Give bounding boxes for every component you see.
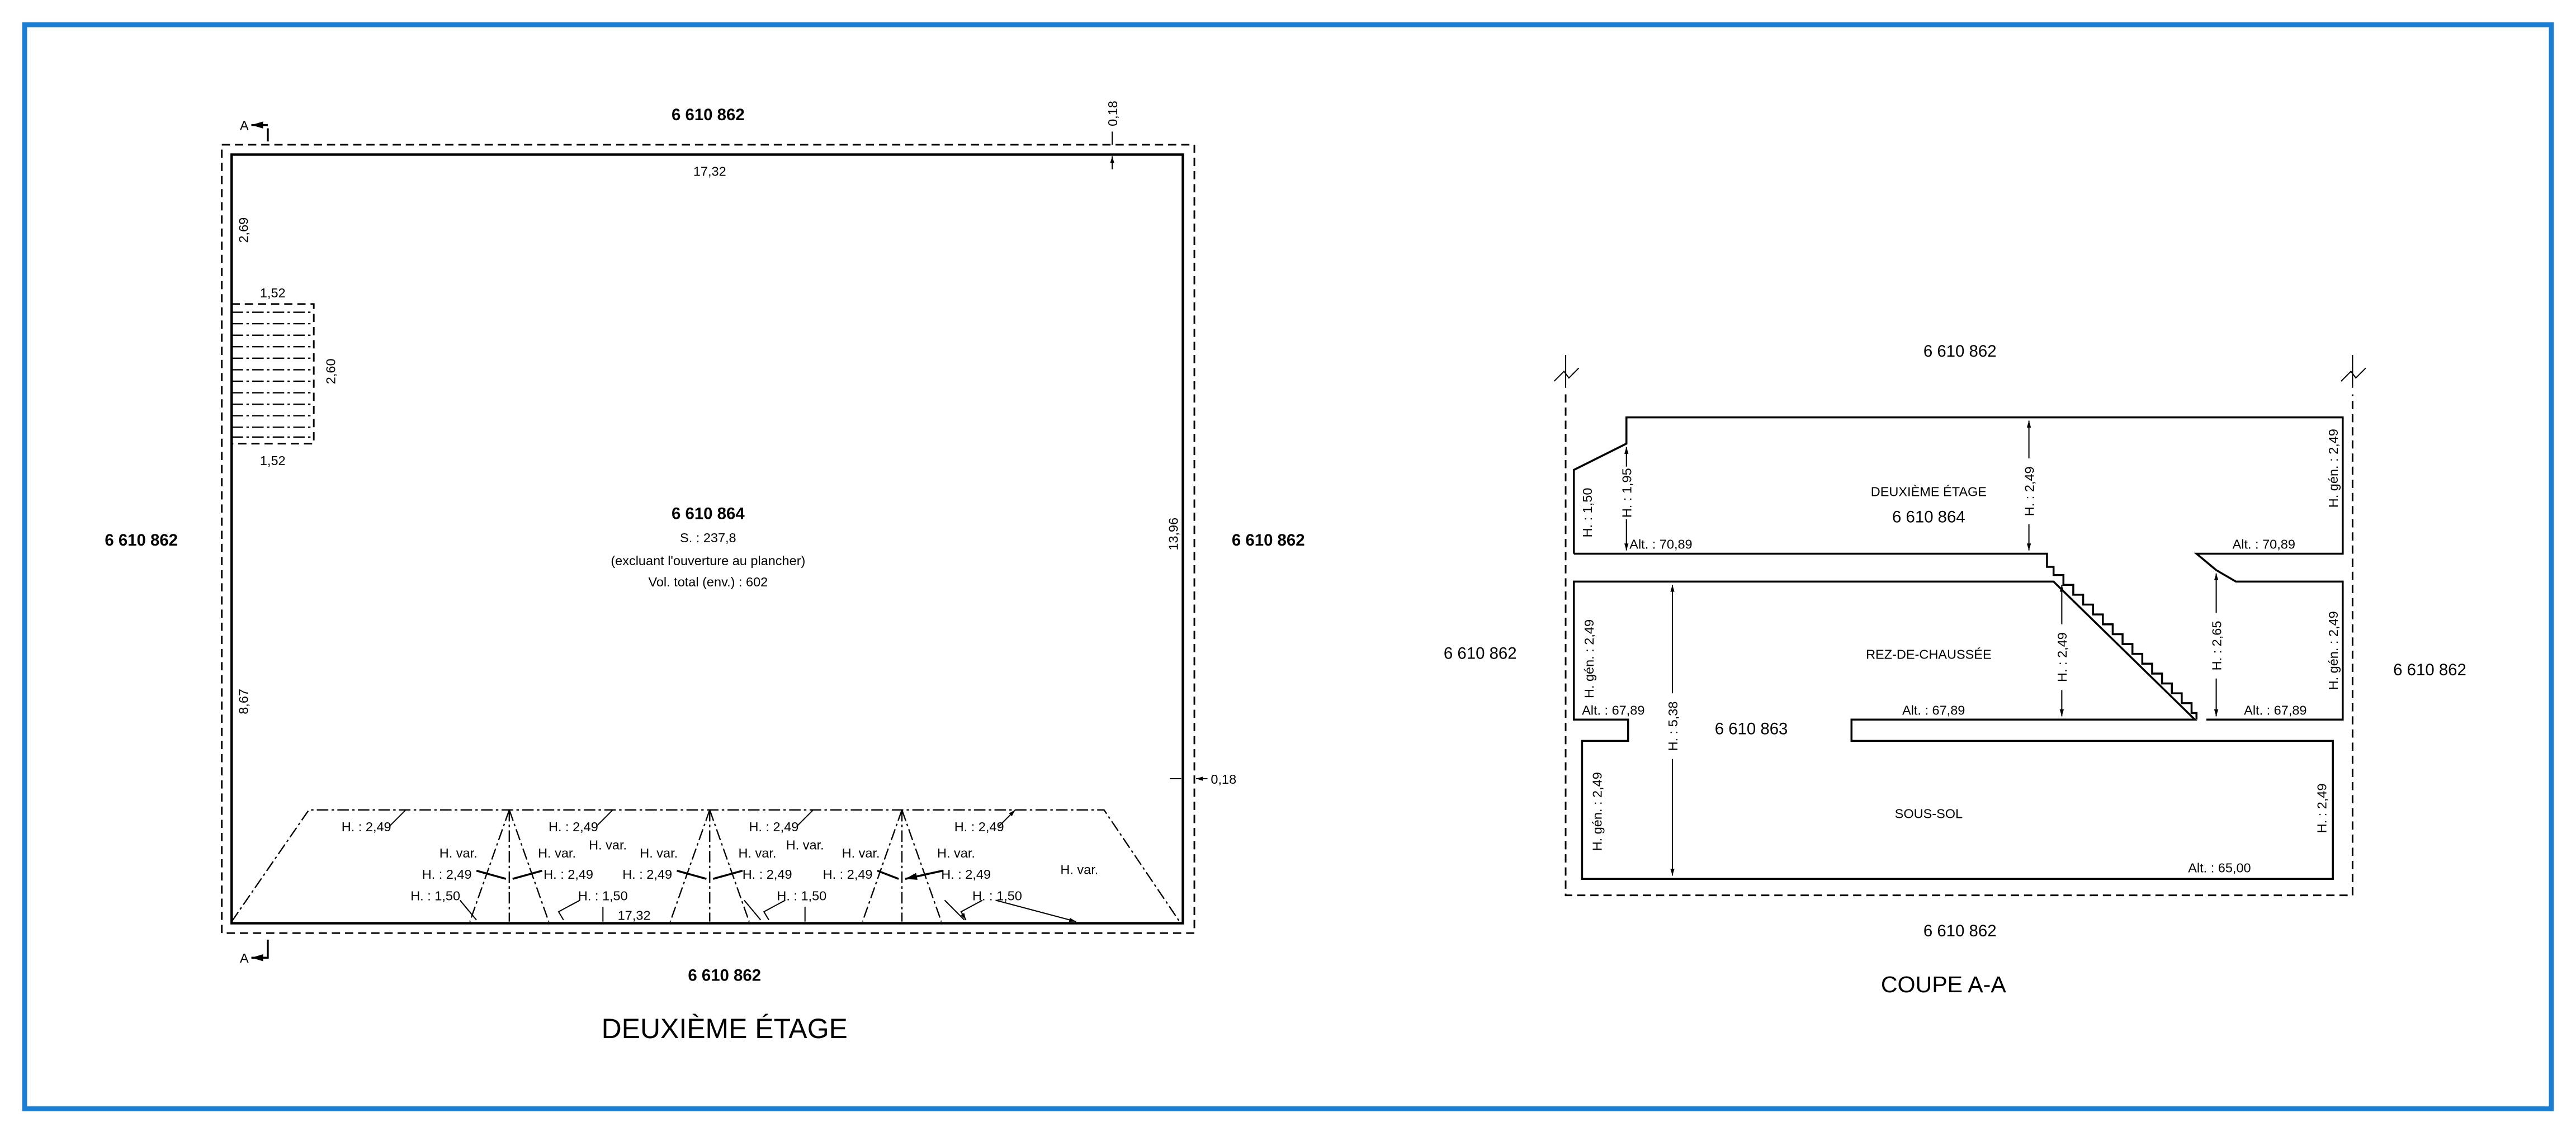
section-marker-label: A	[240, 951, 249, 965]
neighbor-lot-left: 6 610 862	[1444, 645, 1517, 663]
floor-name-upper: DEUXIÈME ÉTAGE	[1871, 485, 1987, 499]
roof-var-label: H. var.	[538, 846, 576, 860]
height-label: H. : 1,50	[1580, 488, 1595, 538]
floor-opening-stair: 1,52 1,52 2,60	[231, 286, 338, 468]
lot-note: (excluant l'ouverture au plancher)	[611, 553, 805, 568]
dimension-depth-right: 13,96	[1166, 518, 1181, 551]
height-label: H. : 5,38	[1666, 702, 1680, 751]
floor-name-basement: SOUS-SOL	[1895, 807, 1963, 821]
neighbor-lot-top: 6 610 862	[1923, 342, 1997, 361]
lot-number-upper: 6 610 864	[1892, 508, 1965, 527]
roof-height-label: H. : 2,49	[749, 820, 798, 834]
break-mark-icon	[1553, 354, 2366, 388]
roof-var-label: H. var.	[1060, 862, 1098, 877]
sloped-roof-zone: H. : 2,49 H. : 2,49 H. : 2,49 H. : 2,49 …	[231, 810, 1180, 923]
section-marker-bottom: A	[240, 939, 269, 965]
altitude-label: Alt. : 65,00	[2188, 860, 2251, 875]
roof-var-label: H. var.	[739, 846, 777, 860]
dimension-left-upper: 2,69	[237, 217, 251, 243]
dimension-offset-top: 0,18	[1105, 101, 1120, 126]
lot-number: 6 610 864	[672, 505, 745, 523]
height-label: H. : 2,49	[2314, 783, 2329, 833]
dimension-offset-right: 0,18	[1211, 772, 1236, 787]
altitude-label: Alt. : 67,89	[1582, 703, 1644, 717]
sheet-frame	[22, 22, 2554, 1111]
cross-section: 6 610 862 6 610 862 6 610 862 6 610 862 …	[1444, 342, 2466, 997]
section-marker-label: A	[240, 118, 249, 132]
lot-boundary	[1564, 394, 2353, 897]
opening-width-bottom: 1,52	[260, 453, 286, 468]
roof-var-label: H. var.	[786, 837, 824, 852]
dimension-left-lower: 8,67	[237, 689, 251, 714]
neighbor-lot-top: 6 610 862	[672, 106, 745, 124]
opening-length: 2,60	[323, 358, 338, 384]
height-label: H. gén. : 2,49	[2326, 429, 2341, 508]
roof-var-label: H. var.	[589, 837, 627, 852]
altitude-label: Alt. : 67,89	[2244, 703, 2306, 717]
neighbor-lot-right: 6 610 862	[1232, 531, 1305, 550]
lot-number-basement: 6 610 863	[1715, 720, 1788, 738]
neighbor-lot-bottom: 6 610 862	[688, 966, 761, 984]
dimension-width-bottom: 17,32	[618, 908, 651, 923]
roof-height-label: H. : 2,49	[342, 820, 391, 834]
altitude-label: Alt. : 67,89	[1902, 703, 1965, 717]
roof-height-label: H. : 1,50	[777, 888, 826, 903]
altitude-label: Alt. : 70,89	[2233, 537, 2295, 552]
roof-height-label: H. : 2,49	[743, 867, 792, 882]
neighbor-lot-bottom: 6 610 862	[1923, 922, 1997, 940]
height-label: H. gén. : 2,49	[1590, 772, 1605, 851]
lot-info: 6 610 864 S. : 237,8 (excluant l'ouvertu…	[611, 505, 805, 589]
plan-title: DEUXIÈME ÉTAGE	[602, 1013, 848, 1044]
floor-plan: A A 6 610 862 6 610 862 6 610 862 6 610 …	[105, 101, 1304, 1044]
building-outline	[230, 153, 1184, 925]
height-label: H. gén. : 2,49	[1582, 619, 1596, 698]
roof-var-label: H. var.	[937, 846, 975, 860]
section-marker-top: A	[240, 118, 269, 141]
upper-floor-outline	[1572, 416, 2344, 721]
roof-height-label: H. : 1,50	[578, 888, 628, 903]
lot-volume: Vol. total (env.) : 602	[648, 575, 768, 589]
section-arrow-icon	[251, 939, 269, 962]
roof-height-label: H. : 2,49	[422, 867, 472, 882]
section-arrow-icon	[252, 125, 269, 141]
roof-height-label: H. : 2,49	[622, 867, 672, 882]
ground-and-basement-outline	[1572, 580, 2334, 880]
lot-area: S. : 237,8	[680, 531, 736, 545]
roof-height-label: H. : 2,49	[823, 867, 873, 882]
dimension-width-top: 17,32	[693, 164, 726, 179]
height-label: H. : 2,49	[2055, 632, 2069, 682]
roof-height-label: H. : 2,49	[954, 820, 1004, 834]
neighbor-lot-left: 6 610 862	[105, 531, 178, 550]
height-label: H. : 1,95	[1620, 468, 1634, 518]
section-title: COUPE A-A	[1881, 972, 2007, 997]
stair-steps	[1573, 552, 2198, 720]
lot-boundary	[221, 144, 1195, 934]
neighbor-lot-right: 6 610 862	[2393, 661, 2466, 679]
roof-height-label: H. : 2,49	[543, 867, 593, 882]
opening-width-top: 1,52	[260, 286, 286, 300]
roof-var-label: H. var.	[640, 846, 678, 860]
roof-height-label: H. : 2,49	[941, 867, 991, 882]
altitude-label: Alt. : 70,89	[1629, 537, 1692, 552]
roof-height-label: H. : 1,50	[972, 888, 1022, 903]
roof-height-label: H. : 1,50	[410, 888, 460, 903]
roof-var-label: H. var.	[842, 846, 880, 860]
height-label: H. : 2,49	[2022, 466, 2036, 516]
floor-name-ground: REZ-DE-CHAUSSÉE	[1866, 647, 1992, 662]
height-label: H. : 2,65	[2209, 621, 2224, 671]
roof-var-label: H. var.	[439, 846, 478, 860]
height-label: H. gén. : 2,49	[2326, 611, 2341, 690]
roof-height-label: H. : 2,49	[549, 820, 598, 834]
